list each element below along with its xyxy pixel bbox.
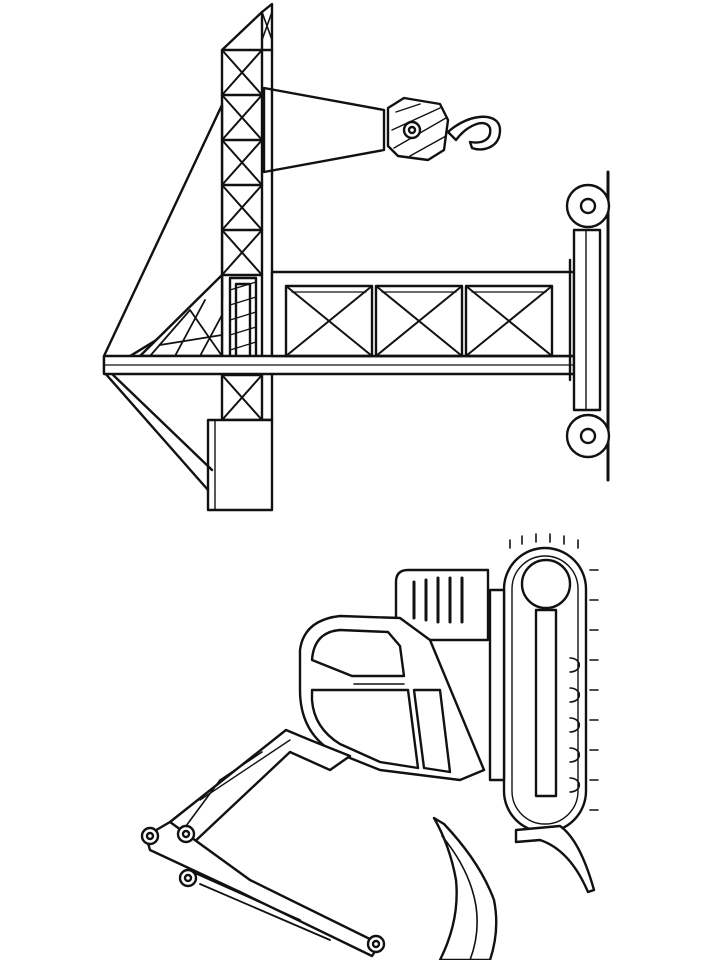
crane-jib [104, 272, 574, 374]
excavator-arm [142, 822, 384, 956]
crane-base-carriage [567, 172, 609, 480]
crane-icon [104, 4, 609, 510]
excavator-bucket [434, 818, 496, 960]
hook-icon [448, 117, 500, 150]
pivot-pin-icon [368, 936, 384, 952]
excavator-icon [142, 534, 598, 960]
excavator-track [490, 534, 598, 832]
wheel-icon [567, 415, 609, 457]
excavator-cab [300, 616, 484, 780]
wheel-icon [567, 185, 609, 227]
track-idler-icon [522, 560, 570, 608]
excavator-boom [170, 730, 350, 846]
crane-counterweight [208, 420, 272, 510]
crane-hook-assembly [264, 88, 500, 172]
pivot-pin-icon [142, 828, 158, 844]
excavator-engine-hood [396, 570, 488, 640]
excavator-dozer-blade [516, 826, 594, 892]
pivot-pin-icon [180, 870, 196, 886]
pivot-pin-icon [178, 826, 194, 842]
